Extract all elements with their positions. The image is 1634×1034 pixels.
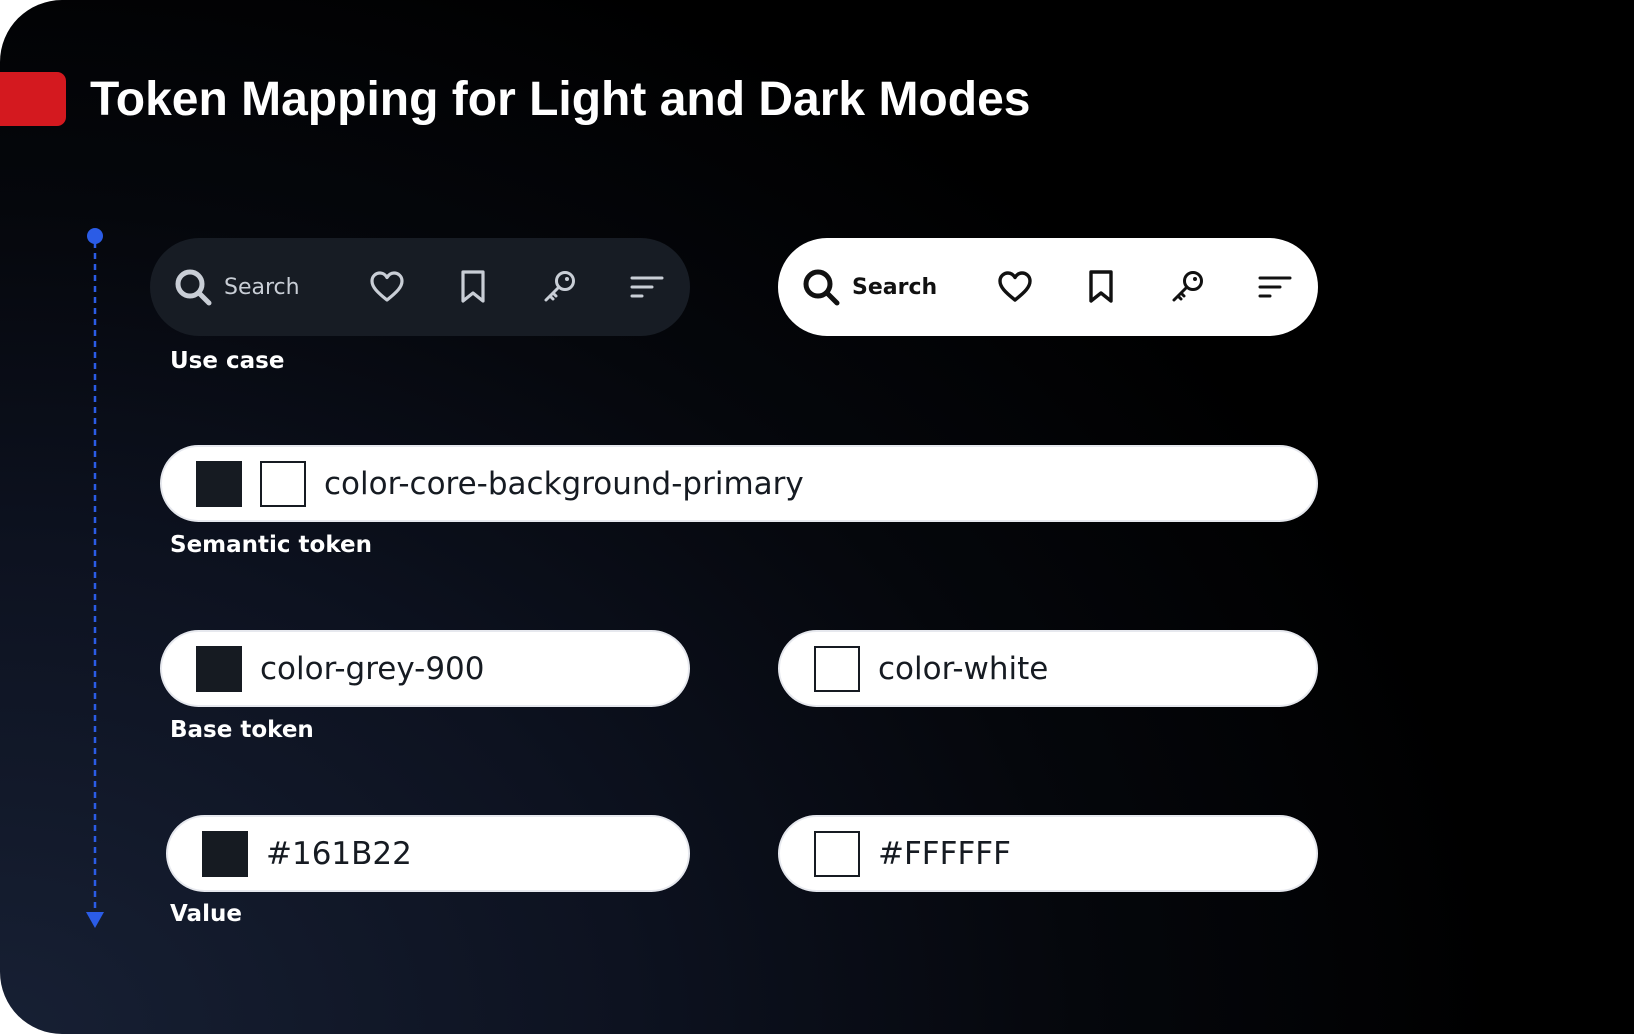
light-base-token-pill: color-white [778, 630, 1318, 707]
use-case-label: Use case [170, 348, 285, 374]
light-search-label: Search [852, 274, 938, 300]
dark-key-button[interactable] [517, 257, 604, 317]
light-bookmark-button[interactable] [1058, 257, 1145, 317]
semantic-token-label: Semantic token [170, 532, 372, 558]
light-sort-button[interactable] [1231, 257, 1318, 317]
key-icon [1172, 271, 1204, 302]
dark-favorite-button[interactable] [343, 257, 430, 317]
heart-icon [370, 271, 404, 302]
light-search-button[interactable]: Search [802, 268, 971, 306]
light-value-pill: #FFFFFF [778, 815, 1318, 892]
semantic-token-name: color-core-background-primary [324, 465, 804, 502]
bookmark-icon [461, 270, 486, 303]
dark-swatch [196, 460, 242, 507]
value-label: Value [170, 901, 242, 927]
search-icon [803, 269, 840, 306]
white-swatch [814, 645, 860, 692]
heart-icon [998, 271, 1032, 302]
flow-axis [86, 228, 104, 928]
dark-base-token-pill: color-grey-900 [160, 630, 690, 707]
dark-search-label: Search [224, 274, 300, 300]
dark-sort-button[interactable] [603, 257, 690, 317]
title-accent-bar [0, 72, 66, 126]
search-icon [175, 269, 212, 306]
sort-icon [630, 276, 664, 298]
dark-mode-toolbar: Search [150, 238, 690, 336]
light-mode-toolbar: Search [778, 238, 1318, 336]
dark-swatch [202, 830, 248, 877]
dark-value-pill: #161B22 [166, 815, 690, 892]
axis-arrow-head [86, 912, 104, 928]
axis-start-dot [87, 228, 103, 244]
dark-swatch [196, 645, 242, 692]
page-title: Token Mapping for Light and Dark Modes [90, 73, 1031, 126]
light-hex-value: #FFFFFF [878, 835, 1011, 872]
sort-icon [1258, 276, 1292, 298]
dark-search-button[interactable]: Search [174, 268, 343, 306]
white-swatch [814, 830, 860, 877]
semantic-token-pill: color-core-background-primary [160, 445, 1318, 522]
key-icon [544, 271, 576, 302]
light-base-token-name: color-white [878, 650, 1049, 687]
bookmark-icon [1089, 270, 1114, 303]
light-key-button[interactable] [1145, 257, 1232, 317]
dark-hex-value: #161B22 [266, 835, 412, 872]
light-favorite-button[interactable] [971, 257, 1058, 317]
dark-bookmark-button[interactable] [430, 257, 517, 317]
white-swatch [260, 460, 306, 507]
dark-base-token-name: color-grey-900 [260, 650, 485, 687]
base-token-label: Base token [170, 717, 314, 743]
